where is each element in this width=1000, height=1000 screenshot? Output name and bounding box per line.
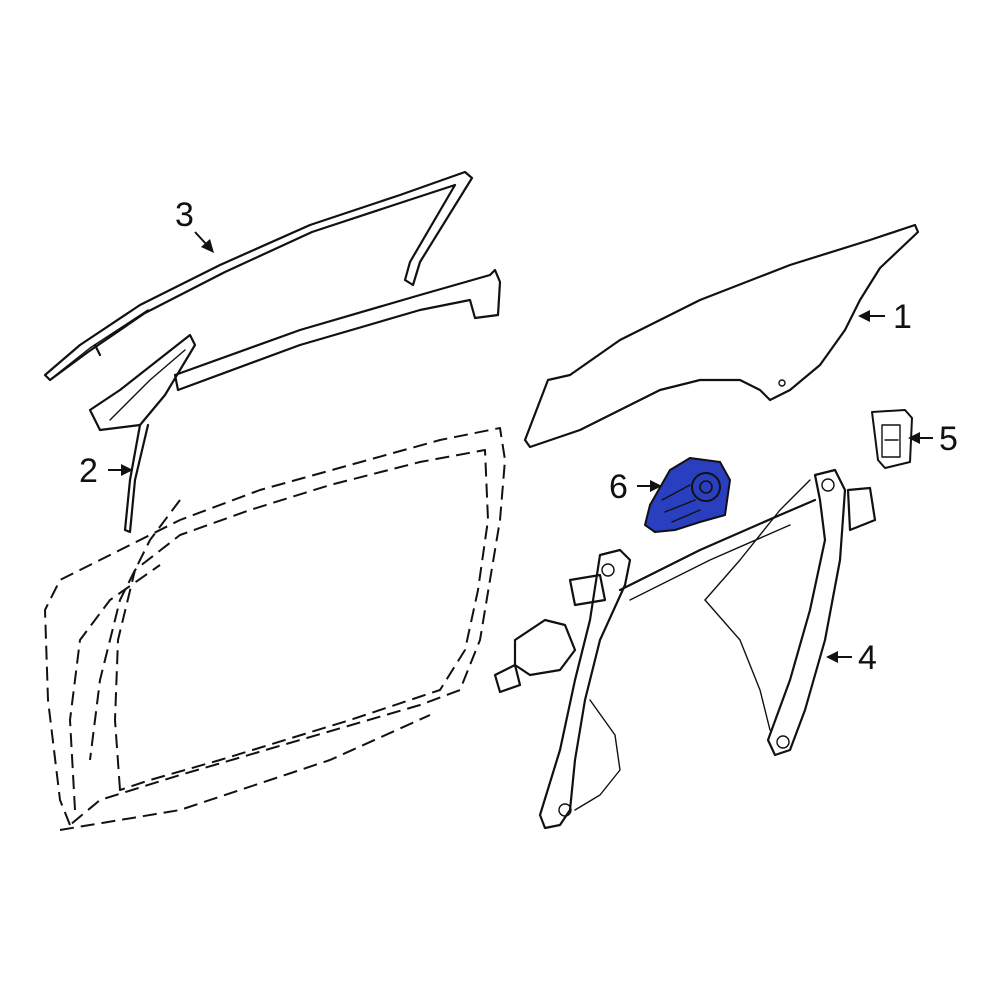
part-1-door-glass xyxy=(523,223,920,449)
callout-5-label: 5 xyxy=(939,420,958,458)
part-3-window-frame-molding xyxy=(43,170,474,382)
part-4-window-regulator xyxy=(493,468,877,830)
callout-3-label: 3 xyxy=(175,196,194,234)
callout-3: 3 xyxy=(175,196,214,253)
callout-1: 1 xyxy=(858,298,912,336)
callout-6-label: 6 xyxy=(609,468,628,506)
part-5-bracket xyxy=(871,409,913,469)
callout-4: 4 xyxy=(826,639,877,677)
callout-1-label: 1 xyxy=(893,298,912,336)
callout-6: 6 xyxy=(609,468,662,506)
part-2-belt-molding xyxy=(88,268,502,534)
part-6-regulator-motor xyxy=(644,457,731,533)
door-shell-outline xyxy=(44,427,506,831)
callout-5: 5 xyxy=(908,420,958,458)
callout-4-label: 4 xyxy=(858,639,877,677)
callout-2: 2 xyxy=(79,452,133,490)
callout-2-label: 2 xyxy=(79,452,98,490)
